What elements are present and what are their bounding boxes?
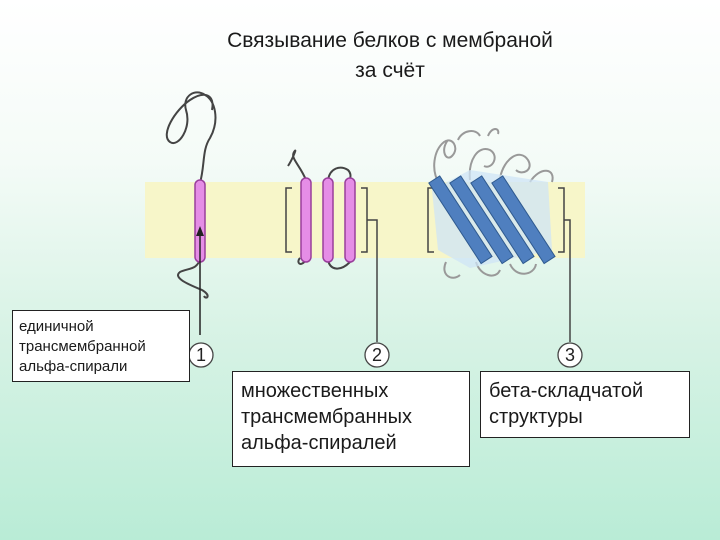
marker-2: 2	[364, 342, 390, 368]
bracket-left-2	[285, 187, 292, 253]
label-2-line-3: альфа-спиралей	[241, 432, 397, 454]
marker-1: 1	[188, 342, 214, 368]
beta-strand-3	[470, 175, 535, 265]
beta-backdrop	[432, 170, 552, 268]
marker-1-number: 1	[196, 345, 206, 365]
label-1-line-3: альфа-спирали	[19, 358, 128, 375]
helix1-intracellular-tail	[177, 257, 209, 299]
helix2-loops	[287, 149, 352, 270]
bracket-left-3	[427, 187, 434, 253]
helix1-extracellular-loop	[165, 91, 217, 184]
beta-strands	[428, 175, 556, 265]
leader-line-2	[367, 219, 378, 342]
marker-3-number: 3	[565, 345, 575, 365]
label-3-line-1: бета-складчатой	[489, 380, 644, 402]
label-2-line-1: множественных	[241, 380, 389, 402]
beta-barrel-protein	[427, 128, 571, 342]
beta-strand-1	[428, 175, 493, 265]
label-1-line-2: трансмембранной	[19, 338, 146, 355]
helix2-b	[322, 177, 334, 263]
beta-strand-4	[491, 175, 556, 265]
title-line-2: за счёт	[355, 59, 425, 82]
diagram-title: Связывание белков с мембраной за счёт	[180, 26, 600, 86]
helix2-c	[344, 177, 356, 263]
beta-strand-2	[449, 175, 514, 265]
label-1-line-1: единичной	[19, 318, 94, 335]
single-helix-protein	[165, 91, 217, 335]
marker-2-circle	[364, 342, 390, 368]
beta-loops	[433, 128, 554, 279]
helix1-arrowhead	[196, 226, 204, 236]
marker-3: 3	[557, 342, 583, 368]
marker-3-circle	[557, 342, 583, 368]
helix2-a	[300, 177, 312, 263]
label-single-helix: единичной трансмембранной альфа-спирали	[12, 310, 190, 382]
leader-line-3	[564, 219, 571, 342]
marker-2-number: 2	[372, 345, 382, 365]
multi-helix-protein	[285, 149, 378, 342]
label-3-line-2: структуры	[489, 406, 583, 428]
label-multi-helix: множественных трансмембранных альфа-спир…	[232, 371, 470, 467]
label-beta-sheet: бета-складчатой структуры	[480, 371, 690, 438]
title-line-1: Связывание белков с мембраной	[227, 29, 553, 52]
label-2-line-2: трансмембранных	[241, 406, 413, 428]
